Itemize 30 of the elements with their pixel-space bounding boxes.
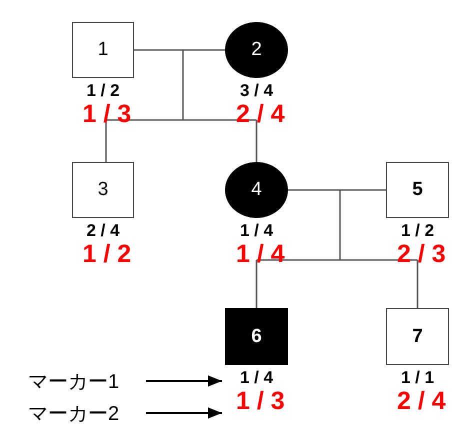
person-number: 2 xyxy=(251,39,262,61)
person-number: 4 xyxy=(251,179,262,201)
descent-line xyxy=(105,49,258,163)
male-square xyxy=(386,162,449,218)
person-number: 6 xyxy=(251,326,262,348)
male-square xyxy=(72,162,134,218)
marker-label: マーカー2 xyxy=(28,400,140,426)
male-square xyxy=(72,22,134,78)
genotype-label: 1 / 2 xyxy=(86,82,120,99)
arrow xyxy=(146,375,222,387)
genotype-label: 2 / 4 xyxy=(86,222,120,239)
genotype-label: 2 / 4 xyxy=(397,389,446,414)
marriage-line xyxy=(134,49,225,51)
descent-line xyxy=(256,189,418,309)
arrow xyxy=(146,407,222,419)
marriage-line xyxy=(288,189,386,191)
person-number: 5 xyxy=(412,179,423,201)
genotype-label: 1 / 4 xyxy=(240,369,274,386)
genotype-label: 1 / 2 xyxy=(401,222,434,239)
genotype-label: 1 / 4 xyxy=(240,222,274,239)
genotype-label: 1 / 1 xyxy=(401,369,434,386)
person-number: 7 xyxy=(412,326,423,348)
person-number: 1 xyxy=(98,39,108,61)
person-number: 3 xyxy=(98,179,108,201)
male-square xyxy=(225,308,288,365)
genotype-label: 1 / 2 xyxy=(82,242,132,267)
genotype-label: 3 / 4 xyxy=(240,82,274,99)
male-square xyxy=(386,308,449,365)
genotype-label: 1 / 3 xyxy=(236,389,285,414)
marker-label: マーカー1 xyxy=(28,368,140,394)
